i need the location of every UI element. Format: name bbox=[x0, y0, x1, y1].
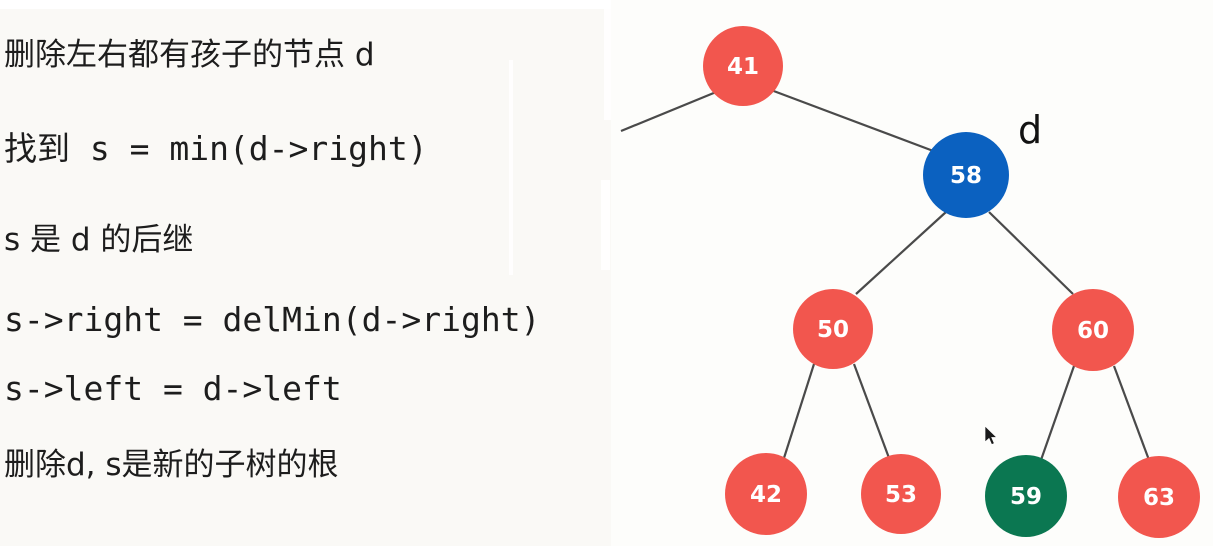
tree-node-label-58: 58 bbox=[950, 163, 982, 189]
tree-node-label-41: 41 bbox=[727, 54, 759, 80]
tree-node-59[interactable]: 59 bbox=[985, 455, 1067, 537]
slide-top-strip bbox=[0, 0, 611, 9]
binary-search-tree-panel: 41 58 50 60 42 53 59 63 d bbox=[611, 0, 1213, 546]
node-pointer-label-d: d bbox=[1018, 108, 1042, 152]
tree-edge-41-to-58 bbox=[770, 88, 937, 154]
background-artifact-1 bbox=[509, 60, 513, 275]
slide-text-panel: 删除左右都有孩子的节点 d 找到 s = min(d->right) s 是 d… bbox=[0, 0, 611, 483]
tree-node-circle-53 bbox=[861, 454, 941, 534]
tree-node-circle-59 bbox=[985, 455, 1067, 537]
tree-node-41[interactable]: 41 bbox=[703, 26, 783, 106]
slide-line-5: s->left = d->left bbox=[4, 369, 342, 408]
tree-node-label-59: 59 bbox=[1010, 484, 1042, 510]
tree-node-58[interactable]: 58 bbox=[923, 132, 1009, 218]
tree-node-label-53: 53 bbox=[885, 482, 917, 508]
tree-edge-60-to-63 bbox=[1112, 365, 1151, 461]
slide-line-1: 删除左右都有孩子的节点 d bbox=[4, 37, 375, 73]
tree-edge-offscreen-left-to-41 bbox=[620, 88, 722, 133]
tree-node-label-60: 60 bbox=[1077, 318, 1109, 344]
tree-edge-58-to-60 bbox=[988, 211, 1074, 295]
slide-line-3: s 是 d 的后继 bbox=[4, 222, 194, 258]
tree-edge-50-to-53 bbox=[852, 363, 891, 459]
tree-nodes: 41 58 50 60 42 53 59 63 bbox=[703, 26, 1200, 538]
tree-node-circle-58 bbox=[923, 132, 1009, 218]
tree-node-42[interactable]: 42 bbox=[725, 453, 807, 535]
tree-diagram: 41 58 50 60 42 53 59 63 d bbox=[620, 26, 1200, 538]
tree-node-label-50: 50 bbox=[817, 317, 849, 343]
tree-node-circle-41 bbox=[703, 26, 783, 106]
tree-node-label-63: 63 bbox=[1143, 485, 1175, 511]
background-artifact-2 bbox=[604, 0, 611, 120]
tree-edge-50-to-42 bbox=[782, 363, 816, 459]
slide-line-2: 找到 s = min(d->right) bbox=[4, 129, 428, 168]
background-artifact-3 bbox=[601, 180, 610, 270]
tree-edges bbox=[620, 88, 1151, 461]
slide-line-6: 删除d, s是新的子树的根 bbox=[4, 447, 339, 483]
tree-node-label-42: 42 bbox=[750, 482, 782, 508]
tree-node-circle-42 bbox=[725, 453, 807, 535]
tree-node-circle-60 bbox=[1052, 289, 1134, 371]
tree-node-circle-50 bbox=[793, 289, 873, 369]
tree-node-circle-63 bbox=[1118, 456, 1200, 538]
tree-node-53[interactable]: 53 bbox=[861, 454, 941, 534]
slide-line-4: s->right = delMin(d->right) bbox=[4, 300, 541, 339]
tree-edge-58-to-50 bbox=[855, 211, 947, 295]
tree-node-60[interactable]: 60 bbox=[1052, 289, 1134, 371]
tree-node-50[interactable]: 50 bbox=[793, 289, 873, 369]
tree-node-63[interactable]: 63 bbox=[1118, 456, 1200, 538]
tree-edge-60-to-59 bbox=[1039, 365, 1076, 461]
